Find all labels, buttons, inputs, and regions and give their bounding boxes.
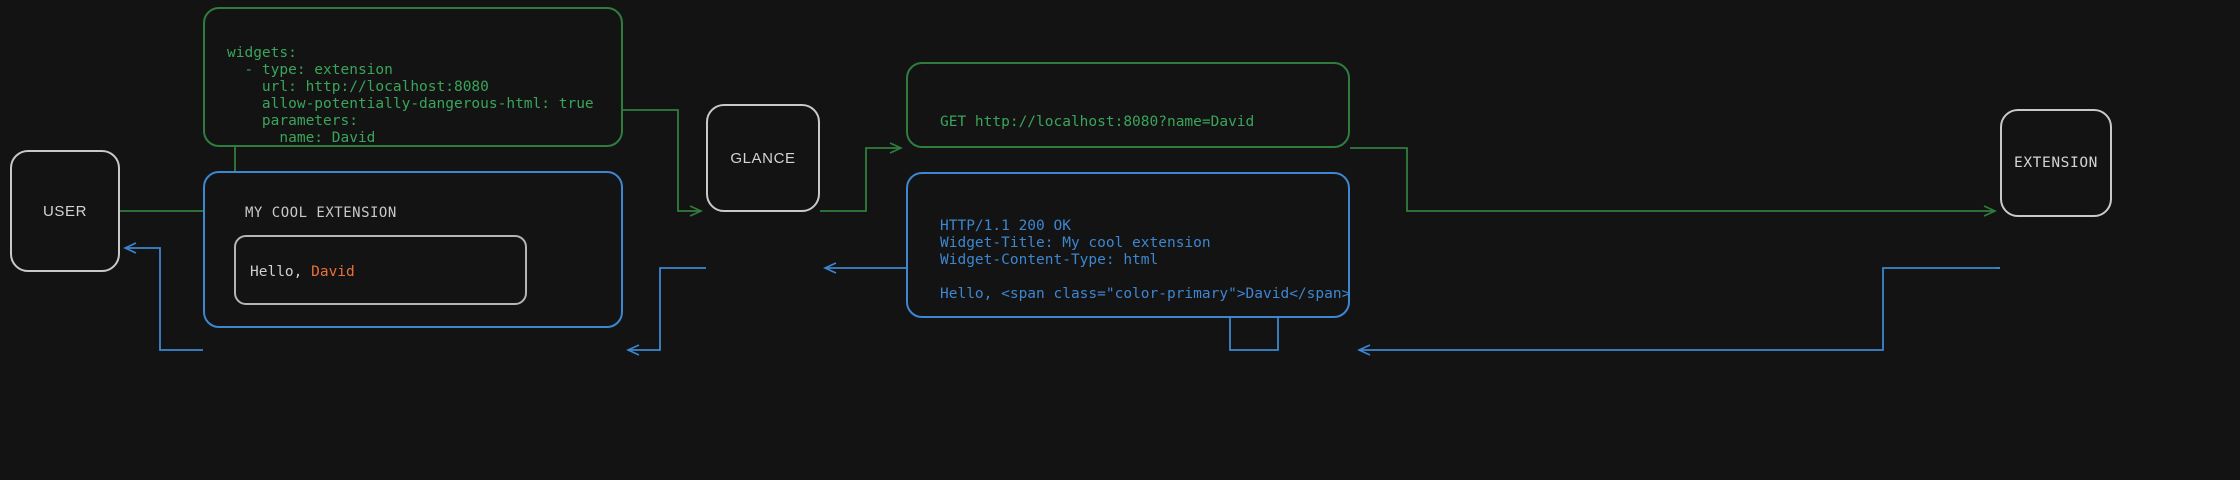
http-response-text: HTTP/1.1 200 OK Widget-Title: My cool ex… — [940, 217, 1351, 302]
node-glance-label: GLANCE — [730, 149, 796, 167]
message-http-request: GET http://localhost:8080?name=David — [906, 62, 1350, 148]
node-extension-label: EXTENSION — [2014, 155, 2098, 171]
widget-preview-greeting: Hello, David — [250, 264, 355, 280]
widget-preview-title: MY COOL EXTENSION — [245, 205, 397, 221]
connector-widget-to-user — [123, 242, 203, 351]
connector-config-to-glance — [623, 109, 703, 217]
greeting-name: David — [311, 264, 355, 280]
node-user-label: USER — [42, 202, 88, 220]
widget-preview-card: Hello, David — [234, 235, 527, 305]
http-request-text: GET http://localhost:8080?name=David — [940, 113, 1255, 130]
node-glance[interactable]: GLANCE — [706, 104, 820, 212]
message-http-response: HTTP/1.1 200 OK Widget-Title: My cool ex… — [906, 172, 1350, 318]
connector-glance-to-widget — [626, 267, 706, 356]
connector-extension-to-response-path — [1357, 267, 2000, 356]
widget-preview: MY COOL EXTENSION Hello, David — [203, 171, 623, 328]
config-yaml-text: widgets: - type: extension url: http://l… — [227, 44, 594, 146]
message-config-yaml: widgets: - type: extension url: http://l… — [203, 7, 623, 147]
node-extension[interactable]: EXTENSION — [2000, 109, 2112, 217]
connector-request-to-extension — [1350, 147, 1997, 217]
node-user[interactable]: USER — [10, 150, 120, 272]
connector-glance-to-request — [820, 142, 903, 212]
greeting-prefix: Hello, — [250, 264, 312, 280]
